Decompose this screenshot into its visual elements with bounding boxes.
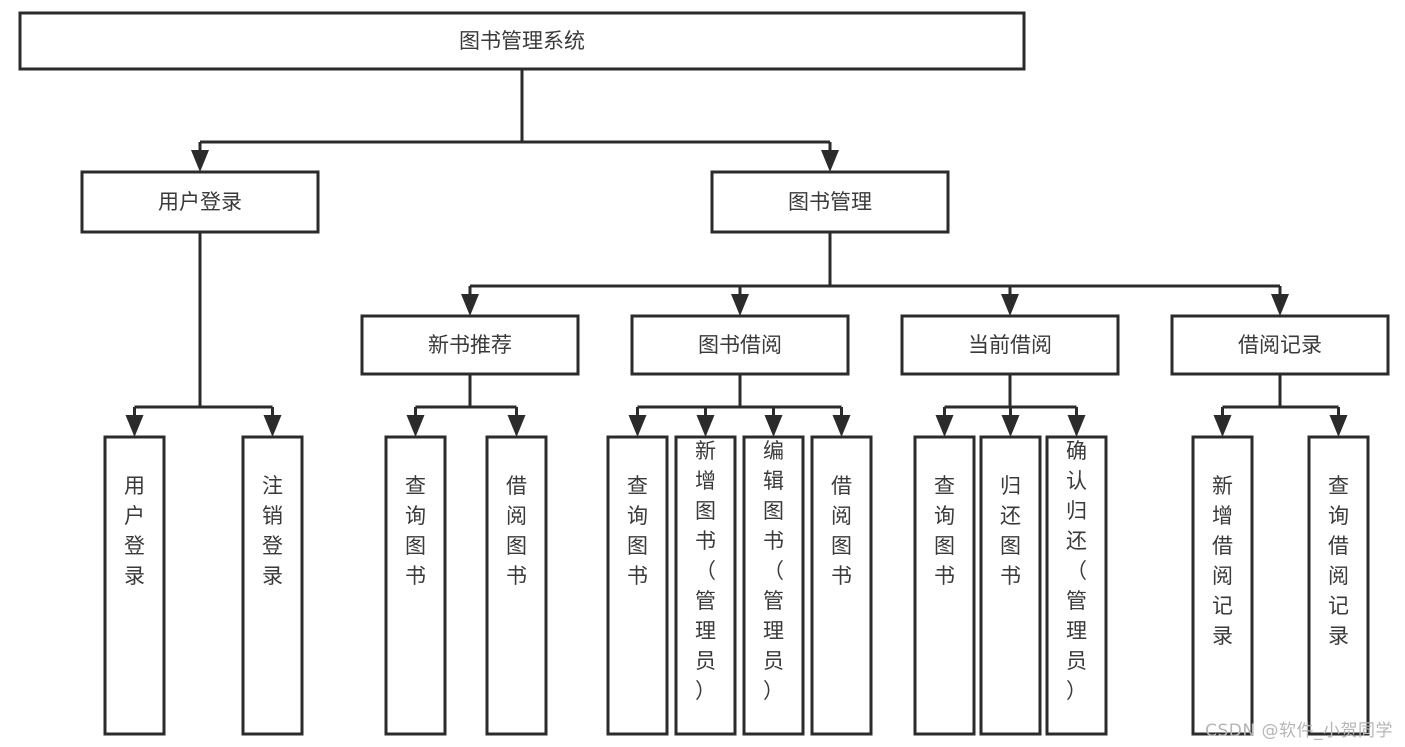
node-label: 归还图书	[1000, 474, 1021, 588]
node-label: 借阅图书	[831, 474, 852, 588]
node-box	[241, 435, 304, 736]
node-leaf-edit-book[interactable]: 编辑图书（管理员）	[742, 435, 805, 736]
arrow-head-icon	[731, 294, 749, 316]
node-current-borrow[interactable]: 当前借阅	[900, 314, 1120, 376]
arrow-head-icon	[764, 415, 783, 437]
arrow-head-icon	[1001, 294, 1019, 316]
node-box	[979, 435, 1042, 736]
node-new-book-recommend[interactable]: 新书推荐	[360, 314, 580, 376]
node-label: 新书推荐	[428, 333, 512, 357]
connector-layer	[125, 69, 1348, 437]
arrow-head-icon	[1329, 415, 1348, 437]
node-label: 新增借阅记录	[1212, 474, 1233, 648]
node-leaf-query-record[interactable]: 查询借阅记录	[1307, 435, 1370, 736]
node-leaf-user-login[interactable]: 用户登录	[103, 435, 166, 736]
node-label: 查询图书	[934, 474, 955, 588]
arrow-head-icon	[935, 415, 954, 437]
arrow-head-icon	[1271, 294, 1289, 316]
node-box	[710, 170, 950, 234]
node-box	[80, 170, 320, 234]
node-leaf-query-book-cur[interactable]: 查询图书	[913, 435, 976, 736]
node-leaf-query-book-borrow[interactable]: 查询图书	[606, 435, 669, 736]
arrow-head-icon	[832, 415, 851, 437]
node-root[interactable]: 图书管理系统	[18, 11, 1026, 71]
node-leaf-logout[interactable]: 注销登录	[241, 435, 304, 736]
node-label: 查询图书	[405, 474, 426, 588]
arrow-head-icon	[696, 415, 715, 437]
node-leaf-confirm-return[interactable]: 确认归还（管理员）	[1045, 435, 1108, 736]
node-label: 图书借阅	[698, 333, 782, 357]
node-leaf-borrow-book-rec[interactable]: 借阅图书	[485, 435, 548, 736]
node-label: 借阅图书	[506, 474, 527, 588]
node-box	[1191, 435, 1254, 736]
node-label: 用户登录	[158, 190, 242, 214]
node-box	[1045, 435, 1108, 736]
node-box	[606, 435, 669, 736]
node-box	[810, 435, 873, 736]
arrow-head-icon	[1067, 415, 1086, 437]
arrow-head-icon	[263, 415, 282, 437]
csdn-watermark: CSDN @软件_小贺同学	[1205, 721, 1393, 741]
node-box	[900, 314, 1120, 376]
node-box	[1307, 435, 1370, 736]
node-label: 借阅记录	[1238, 333, 1322, 357]
arrow-head-icon	[125, 415, 144, 437]
arrow-head-icon	[1213, 415, 1232, 437]
node-label: 图书管理	[788, 190, 872, 214]
node-box	[18, 11, 1026, 71]
node-borrow-record[interactable]: 借阅记录	[1170, 314, 1390, 376]
node-leaf-add-book[interactable]: 新增图书（管理员）	[674, 435, 737, 736]
node-box	[913, 435, 976, 736]
node-box	[384, 435, 447, 736]
arrow-head-icon	[821, 150, 839, 172]
node-leaf-add-record[interactable]: 新增借阅记录	[1191, 435, 1254, 736]
node-label: 当前借阅	[968, 333, 1052, 357]
node-label: 编辑图书（管理员）	[763, 439, 784, 703]
node-leaf-query-book-rec[interactable]: 查询图书	[384, 435, 447, 736]
node-box	[360, 314, 580, 376]
node-box	[674, 435, 737, 736]
arrow-head-icon	[461, 294, 479, 316]
node-label: 用户登录	[124, 474, 145, 588]
node-book-manage[interactable]: 图书管理	[710, 170, 950, 234]
node-box	[103, 435, 166, 736]
arrow-head-icon	[191, 150, 209, 172]
node-label: 新增图书（管理员）	[695, 439, 716, 703]
node-label: 查询图书	[627, 474, 648, 588]
node-book-borrow[interactable]: 图书借阅	[630, 314, 850, 376]
node-label: 确认归还（管理员）	[1066, 439, 1087, 703]
node-leaf-return-book[interactable]: 归还图书	[979, 435, 1042, 736]
node-box	[1170, 314, 1390, 376]
arrow-head-icon	[628, 415, 647, 437]
node-box	[630, 314, 850, 376]
arrow-head-icon	[507, 415, 526, 437]
node-label: 图书管理系统	[459, 29, 585, 53]
node-box	[742, 435, 805, 736]
node-user-login[interactable]: 用户登录	[80, 170, 320, 234]
arrow-head-icon	[406, 415, 425, 437]
node-box	[485, 435, 548, 736]
node-label: 查询借阅记录	[1328, 474, 1349, 648]
arrow-head-icon	[1001, 415, 1020, 437]
node-layer: 图书管理系统用户登录图书管理新书推荐图书借阅当前借阅借阅记录用户登录注销登录查询…	[18, 11, 1390, 736]
node-label: 注销登录	[262, 474, 283, 588]
node-leaf-borrow-book[interactable]: 借阅图书	[810, 435, 873, 736]
